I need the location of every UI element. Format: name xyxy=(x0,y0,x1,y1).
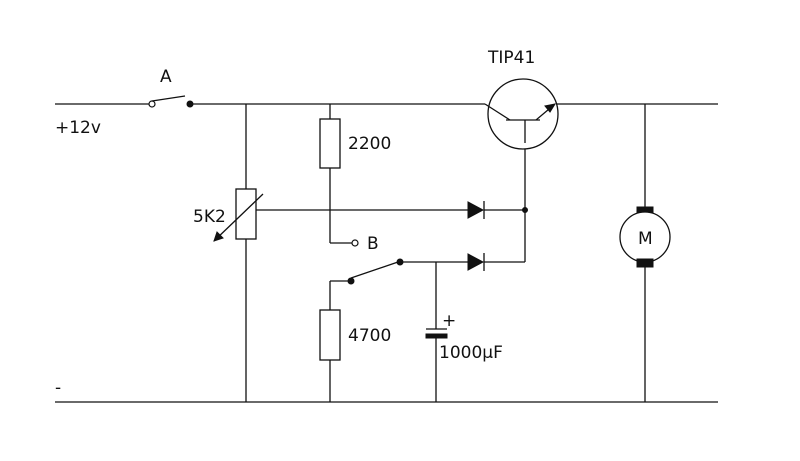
resistor-2200-label: 2200 xyxy=(348,134,391,154)
capacitor-label: 1000µF xyxy=(439,343,503,363)
resistor-4700 xyxy=(319,281,341,402)
switch-a-label: A xyxy=(160,67,172,87)
switch-a xyxy=(148,95,194,108)
resistor-2200 xyxy=(319,104,359,247)
transistor-label: TIP41 xyxy=(487,48,535,68)
diode-lower xyxy=(467,253,525,271)
potentiometer xyxy=(213,104,468,402)
base-wire xyxy=(522,143,528,262)
transistor xyxy=(484,78,559,150)
capacitor-polarity-mark: + xyxy=(442,311,456,331)
negative-supply-label: - xyxy=(55,378,61,398)
motor xyxy=(619,104,671,402)
diode-upper xyxy=(467,201,525,219)
motor-label: M xyxy=(638,229,653,249)
positive-supply-label: +12v xyxy=(55,118,101,138)
resistor-4700-label: 4700 xyxy=(348,326,391,346)
switch-b xyxy=(330,258,468,285)
switch-b-label: B xyxy=(367,234,379,254)
potentiometer-label: 5K2 xyxy=(193,207,226,227)
capacitor xyxy=(425,262,448,402)
